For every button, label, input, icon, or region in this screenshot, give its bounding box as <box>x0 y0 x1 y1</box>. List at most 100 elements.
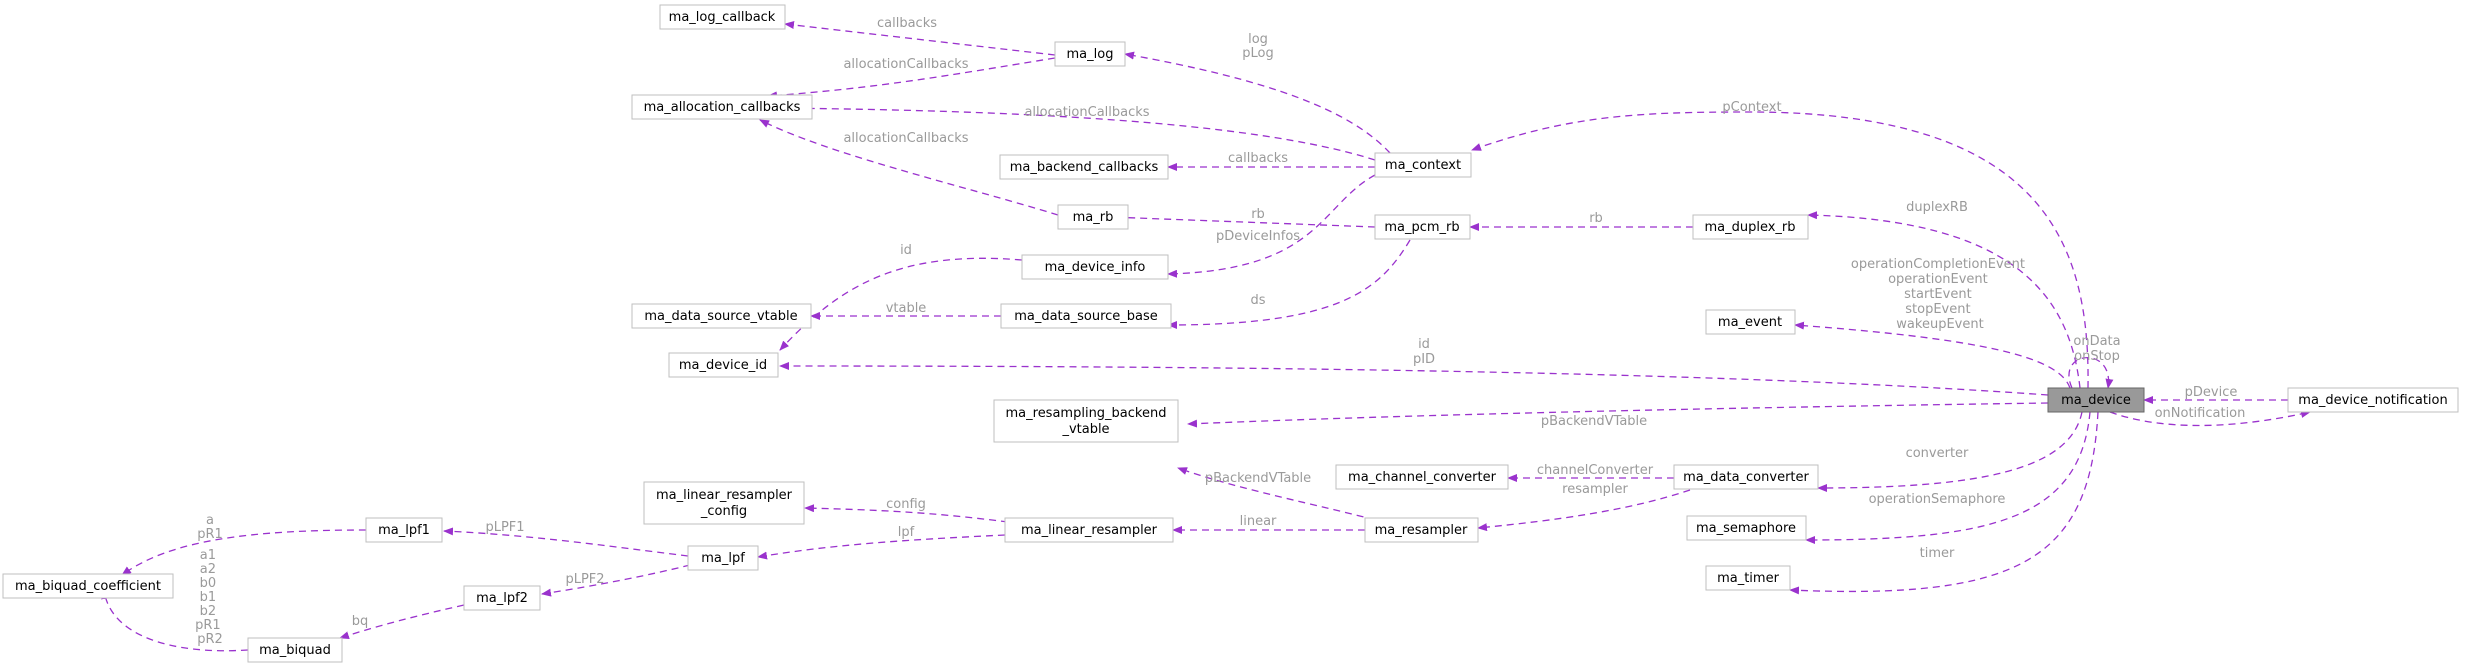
node-ma-lpf2[interactable]: ma_lpf2 <box>463 585 541 611</box>
svg-text:ma_device_info: ma_device_info <box>1045 260 1146 275</box>
edge-label-plog: pLog <box>1242 46 1273 61</box>
node-ma-duplex-rb[interactable]: ma_duplex_rb <box>1692 214 1809 240</box>
edge-label-pbackendvtable-device: pBackendVTable <box>1541 414 1647 429</box>
node-ma-resampler[interactable]: ma_resampler <box>1364 517 1479 543</box>
node-ma-timer[interactable]: ma_timer <box>1705 565 1791 591</box>
svg-text:pDevice: pDevice <box>2185 385 2238 400</box>
svg-text:ma_resampling_backend_vtable: ma_resampling_backend_vtable <box>1006 406 1167 437</box>
svg-text:pLPF2: pLPF2 <box>565 572 604 587</box>
svg-text:rb: rb <box>1589 211 1603 226</box>
svg-text:ma_device_id: ma_device_id <box>679 358 767 373</box>
node-ma-channel-converter[interactable]: ma_channel_converter <box>1335 464 1509 490</box>
node-label-ma-device-notification: ma_device_notification <box>2298 393 2447 408</box>
edge-label-converter: converter <box>1906 446 1969 461</box>
edge-label-lpf: lpf <box>898 525 915 540</box>
edge-label-vtable: vtable <box>886 301 927 316</box>
node-ma-lpf[interactable]: ma_lpf <box>687 545 759 571</box>
node-ma-context[interactable]: ma_context <box>1374 152 1472 178</box>
edge-label-allocation-context: allocationCallbacks <box>1024 105 1149 120</box>
node-label-ma-biquad-coefficient: ma_biquad_coefficient <box>15 579 161 594</box>
edge-label-linear: linear <box>1240 514 1277 529</box>
node-ma-biquad-coefficient[interactable]: ma_biquad_coefficient <box>2 573 174 599</box>
edge-device-to-data-converter <box>1817 411 2083 492</box>
edge-lpf-to-lpf2 <box>541 564 691 597</box>
svg-text:ma_linear_resampler: ma_linear_resampler <box>1021 523 1158 538</box>
edge-label-ondata: onData <box>2073 334 2120 349</box>
node-label-ma-linear-resampler: ma_linear_resampler <box>656 488 793 503</box>
svg-text:ma_context: ma_context <box>1385 158 1461 173</box>
node-ma-backend-callbacks[interactable]: ma_backend_callbacks <box>999 154 1169 180</box>
node-ma-device-id[interactable]: ma_device_id <box>668 352 779 378</box>
edge-label-pcontext: pContext <box>1722 100 1781 115</box>
node-ma-data-source-base[interactable]: ma_data_source_base <box>1000 303 1172 329</box>
edge-label-wakeup-event: wakeupEvent <box>1896 317 1983 332</box>
node-ma-linear-resampler[interactable]: ma_linear_resampler <box>1004 517 1174 543</box>
svg-text:channelConverter: channelConverter <box>1537 463 1654 478</box>
node-ma-semaphore[interactable]: ma_semaphore <box>1686 515 1807 541</box>
svg-text:rb: rb <box>1251 207 1265 222</box>
node-label-ma-biquad: ma_biquad <box>259 643 331 658</box>
node-ma-device-info[interactable]: ma_device_info <box>1021 254 1169 280</box>
node-label-ma-device: ma_device <box>2061 393 2131 408</box>
node-ma-biquad[interactable]: ma_biquad <box>247 637 343 663</box>
svg-text:pDeviceInfos: pDeviceInfos <box>1216 229 1300 244</box>
node-ma-pcm-rb[interactable]: ma_pcm_rb <box>1374 214 1471 240</box>
node-ma-event[interactable]: ma_event <box>1705 309 1796 335</box>
svg-text:ma_rb: ma_rb <box>1073 210 1114 225</box>
edge-device-to-event <box>1794 321 2071 389</box>
node-ma-resampling-backend-vtable[interactable]: ma_resampling_backend_vtable <box>993 399 1179 443</box>
node-ma-allocation-callbacks[interactable]: ma_allocation_callbacks <box>631 94 813 120</box>
edge-pcm-rb-to-rb <box>1109 213 1376 228</box>
edge-linear-resampler-to-config <box>804 504 1009 523</box>
node-label-ma-semaphore: ma_semaphore <box>1696 521 1796 536</box>
edge-device-to-timer <box>1789 411 2099 595</box>
edge-label-pid: pID <box>1413 352 1435 367</box>
svg-text:allocationCallbacks: allocationCallbacks <box>843 57 968 72</box>
node-ma-linear-resampler-config[interactable]: ma_linear_resampler_config <box>643 481 805 525</box>
node-label-ma-lpf1: ma_lpf1 <box>378 523 430 538</box>
edge-label-operationsemaphore: operationSemaphore <box>1869 492 2006 507</box>
node-ma-log[interactable]: ma_log <box>1054 41 1126 67</box>
node-ma-device[interactable]: ma_device <box>2047 387 2145 413</box>
edge-context-to-allocation-callbacks <box>767 104 1376 161</box>
edge-lpf1-to-biquad-coefficient <box>121 529 367 576</box>
svg-text:converter: converter <box>1906 446 1969 461</box>
edge-label-rb-pcm: rb <box>1251 207 1265 222</box>
svg-text:ma_semaphore: ma_semaphore <box>1696 521 1796 536</box>
svg-text:ma_pcm_rb: ma_pcm_rb <box>1384 220 1459 235</box>
svg-text:ma_duplex_rb: ma_duplex_rb <box>1704 220 1795 235</box>
edge-data-converter-to-resampler <box>1477 489 1691 532</box>
svg-text:ma_lpf1: ma_lpf1 <box>378 523 430 538</box>
edge-label-b2: b2 <box>200 604 217 619</box>
node-ma-log-callback[interactable]: ma_log_callback <box>659 4 786 30</box>
node-ma-rb[interactable]: ma_rb <box>1057 204 1129 230</box>
svg-text:ma_lpf: ma_lpf <box>701 551 745 566</box>
node-label-ma-pcm-rb: ma_pcm_rb <box>1384 220 1459 235</box>
node-label-ma-resampling-backend-vtable-suffix: _vtable <box>1061 422 1109 437</box>
edge-device-to-context <box>1471 111 2089 389</box>
edge-label-duplexrb: duplexRB <box>1906 200 1968 215</box>
edge-label-onnotification: onNotification <box>2155 406 2246 421</box>
svg-text:ma_device_notification: ma_device_notification <box>2298 393 2447 408</box>
svg-text:config: config <box>886 497 926 512</box>
edge-label-a1: a1 <box>200 548 216 563</box>
node-ma-data-converter[interactable]: ma_data_converter <box>1673 464 1819 490</box>
edge-label-pr1-lpf1: pR1 <box>197 527 223 542</box>
svg-text:ma_device: ma_device <box>2061 393 2131 408</box>
edge-label-pbackendvtable-resampler: pBackendVTable <box>1205 471 1311 486</box>
node-label-ma-context: ma_context <box>1385 158 1461 173</box>
edge-label-pr2: pR2 <box>197 632 223 647</box>
node-ma-data-source-vtable[interactable]: ma_data_source_vtable <box>631 303 812 329</box>
svg-text:duplexRB: duplexRB <box>1906 200 1968 215</box>
node-label-ma-timer: ma_timer <box>1717 571 1780 586</box>
svg-text:ma_log_callback: ma_log_callback <box>669 10 776 25</box>
node-ma-device-notification[interactable]: ma_device_notification <box>2287 387 2459 413</box>
node-ma-lpf1[interactable]: ma_lpf1 <box>365 517 443 543</box>
edge-context-to-log <box>1124 51 1391 154</box>
edge-label-id-info: id <box>900 243 912 258</box>
edge-label-operation-event: operationEvent <box>1888 272 1988 287</box>
edge-resampler-to-resampling-vtable <box>1177 467 1376 521</box>
svg-text:linear: linear <box>1240 514 1277 529</box>
